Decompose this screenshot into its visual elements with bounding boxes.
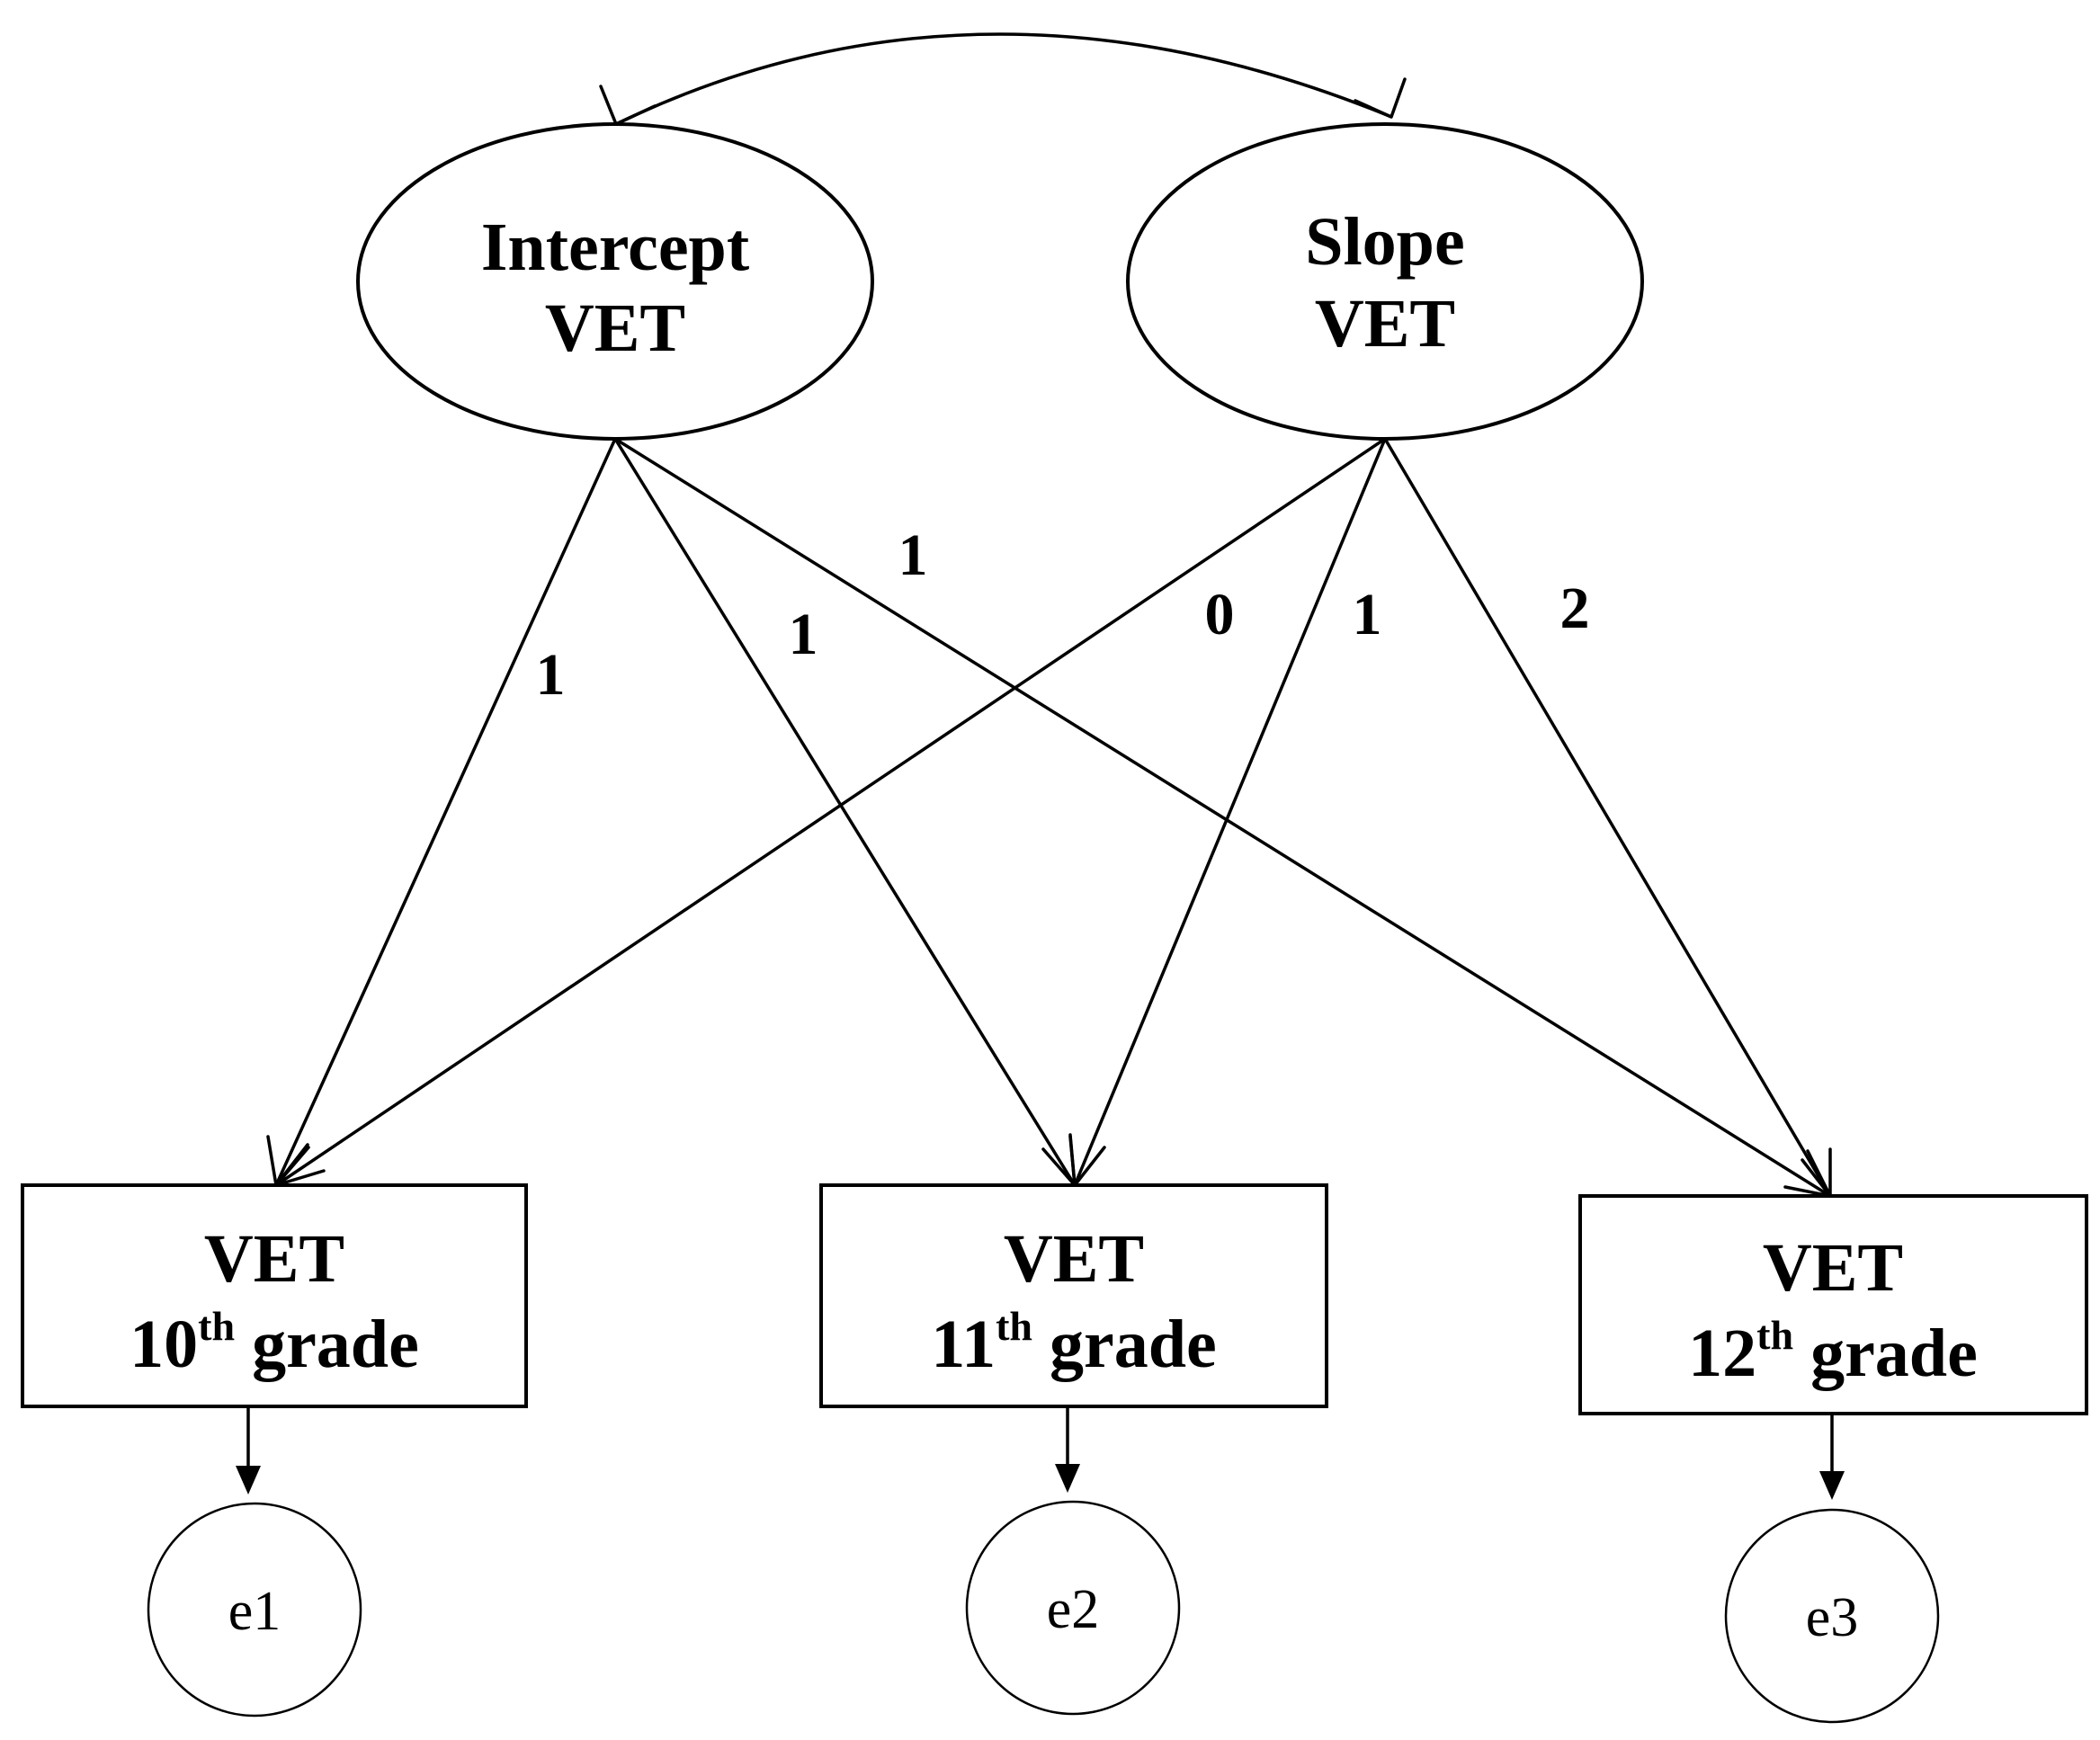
observed-11th-sup: th (996, 1303, 1032, 1349)
error-e2: e2 (965, 1500, 1181, 1716)
error-label-3: e3 (1806, 1587, 1859, 1648)
loading-slope-11th: 1 (1353, 582, 1382, 647)
edge-intercept-to-12th (614, 437, 1831, 1198)
slope-label-line2: VET (1315, 286, 1455, 361)
error-circle-3 (1724, 1508, 1940, 1724)
observed-11th-box (819, 1183, 1328, 1408)
arrowhead-11th-b (1068, 1135, 1106, 1187)
slope-label-line1: Slope (1305, 204, 1464, 280)
observed-11th: VET 11th grade (819, 1183, 1328, 1408)
observed-11th-line2: 11th grade (931, 1303, 1216, 1382)
error-circle-1 (147, 1502, 362, 1718)
intercept-ellipse (356, 122, 874, 441)
intercept-factor: Intercept VET (356, 122, 874, 441)
error-e3: e3 (1724, 1508, 1940, 1724)
error-label-1: e1 (228, 1581, 281, 1642)
edge-slope-to-11th (1073, 438, 1387, 1186)
loading-intercept-10th: 1 (536, 642, 566, 708)
observed-10th-box (21, 1183, 528, 1408)
observed-10th-rest: grade (235, 1307, 419, 1382)
observed-11th-line1: VET (1004, 1221, 1144, 1297)
observed-11th-num: 11 (931, 1307, 996, 1382)
error-arrowhead-3 (1819, 1471, 1845, 1500)
edge-intercept-to-11th (613, 438, 1077, 1186)
edge-slope-to-10th (275, 437, 1386, 1187)
covariance-arc (615, 32, 1392, 126)
observed-11th-rest: grade (1032, 1307, 1217, 1382)
slope-ellipse (1126, 122, 1644, 441)
slope-factor: Slope VET (1126, 122, 1644, 441)
edge-slope-to-12th (1383, 438, 1832, 1197)
error-circle-2 (965, 1500, 1181, 1716)
observed-10th-num: 10 (130, 1307, 198, 1382)
observed-12th-num: 12 (1688, 1316, 1756, 1391)
error-arrowhead-1 (236, 1466, 261, 1495)
observed-12th-box (1578, 1194, 2088, 1415)
error-arrowhead-2 (1055, 1464, 1080, 1493)
intercept-label-line2: VET (545, 290, 685, 366)
observed-12th: VET 12th grade (1578, 1194, 2088, 1415)
covariance-arrowhead-left (599, 85, 657, 126)
observed-12th-rest: grade (1793, 1316, 1978, 1391)
loading-slope-12th: 2 (1560, 576, 1590, 641)
observed-12th-line1: VET (1763, 1230, 1903, 1306)
error-label-2: e2 (1047, 1579, 1100, 1640)
error-e1: e1 (147, 1502, 362, 1718)
loading-slope-10th: 0 (1205, 582, 1235, 647)
observed-10th-line2: 10th grade (130, 1303, 419, 1382)
observed-10th-line1: VET (204, 1221, 344, 1297)
intercept-label-line1: Intercept (481, 210, 749, 285)
edge-intercept-to-10th (274, 438, 617, 1186)
observed-10th-sup: th (198, 1303, 235, 1349)
covariance-arrowhead-right (1354, 77, 1407, 119)
loading-intercept-11th: 1 (789, 602, 818, 667)
observed-12th-line2: 12th grade (1688, 1312, 1978, 1391)
loading-intercept-12th: 1 (898, 522, 928, 588)
observed-10th: VET 10th grade (21, 1183, 528, 1408)
observed-12th-sup: th (1756, 1312, 1793, 1358)
